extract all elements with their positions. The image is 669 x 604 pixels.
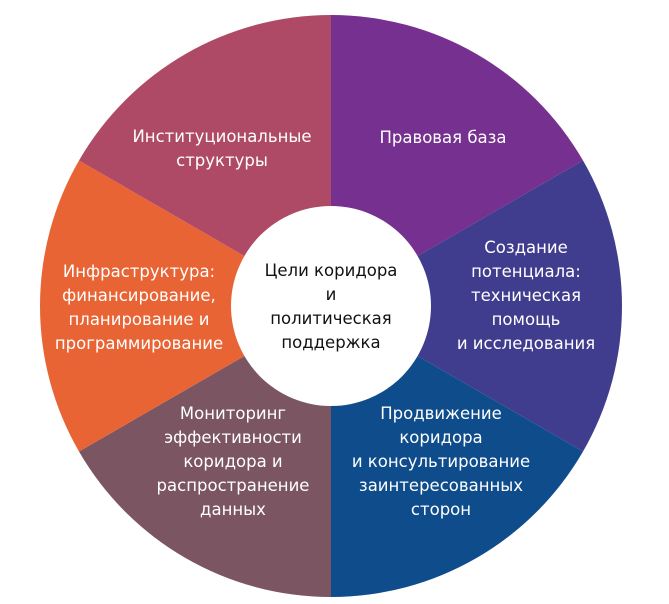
center-circle bbox=[231, 206, 431, 406]
segment-label-legal: Правовая база bbox=[379, 128, 507, 147]
segment-infrastructure bbox=[39, 160, 331, 452]
segment-capacity bbox=[331, 160, 622, 452]
segment-label-infrastructure: Инфраструктура:финансирование,планирован… bbox=[54, 262, 224, 353]
